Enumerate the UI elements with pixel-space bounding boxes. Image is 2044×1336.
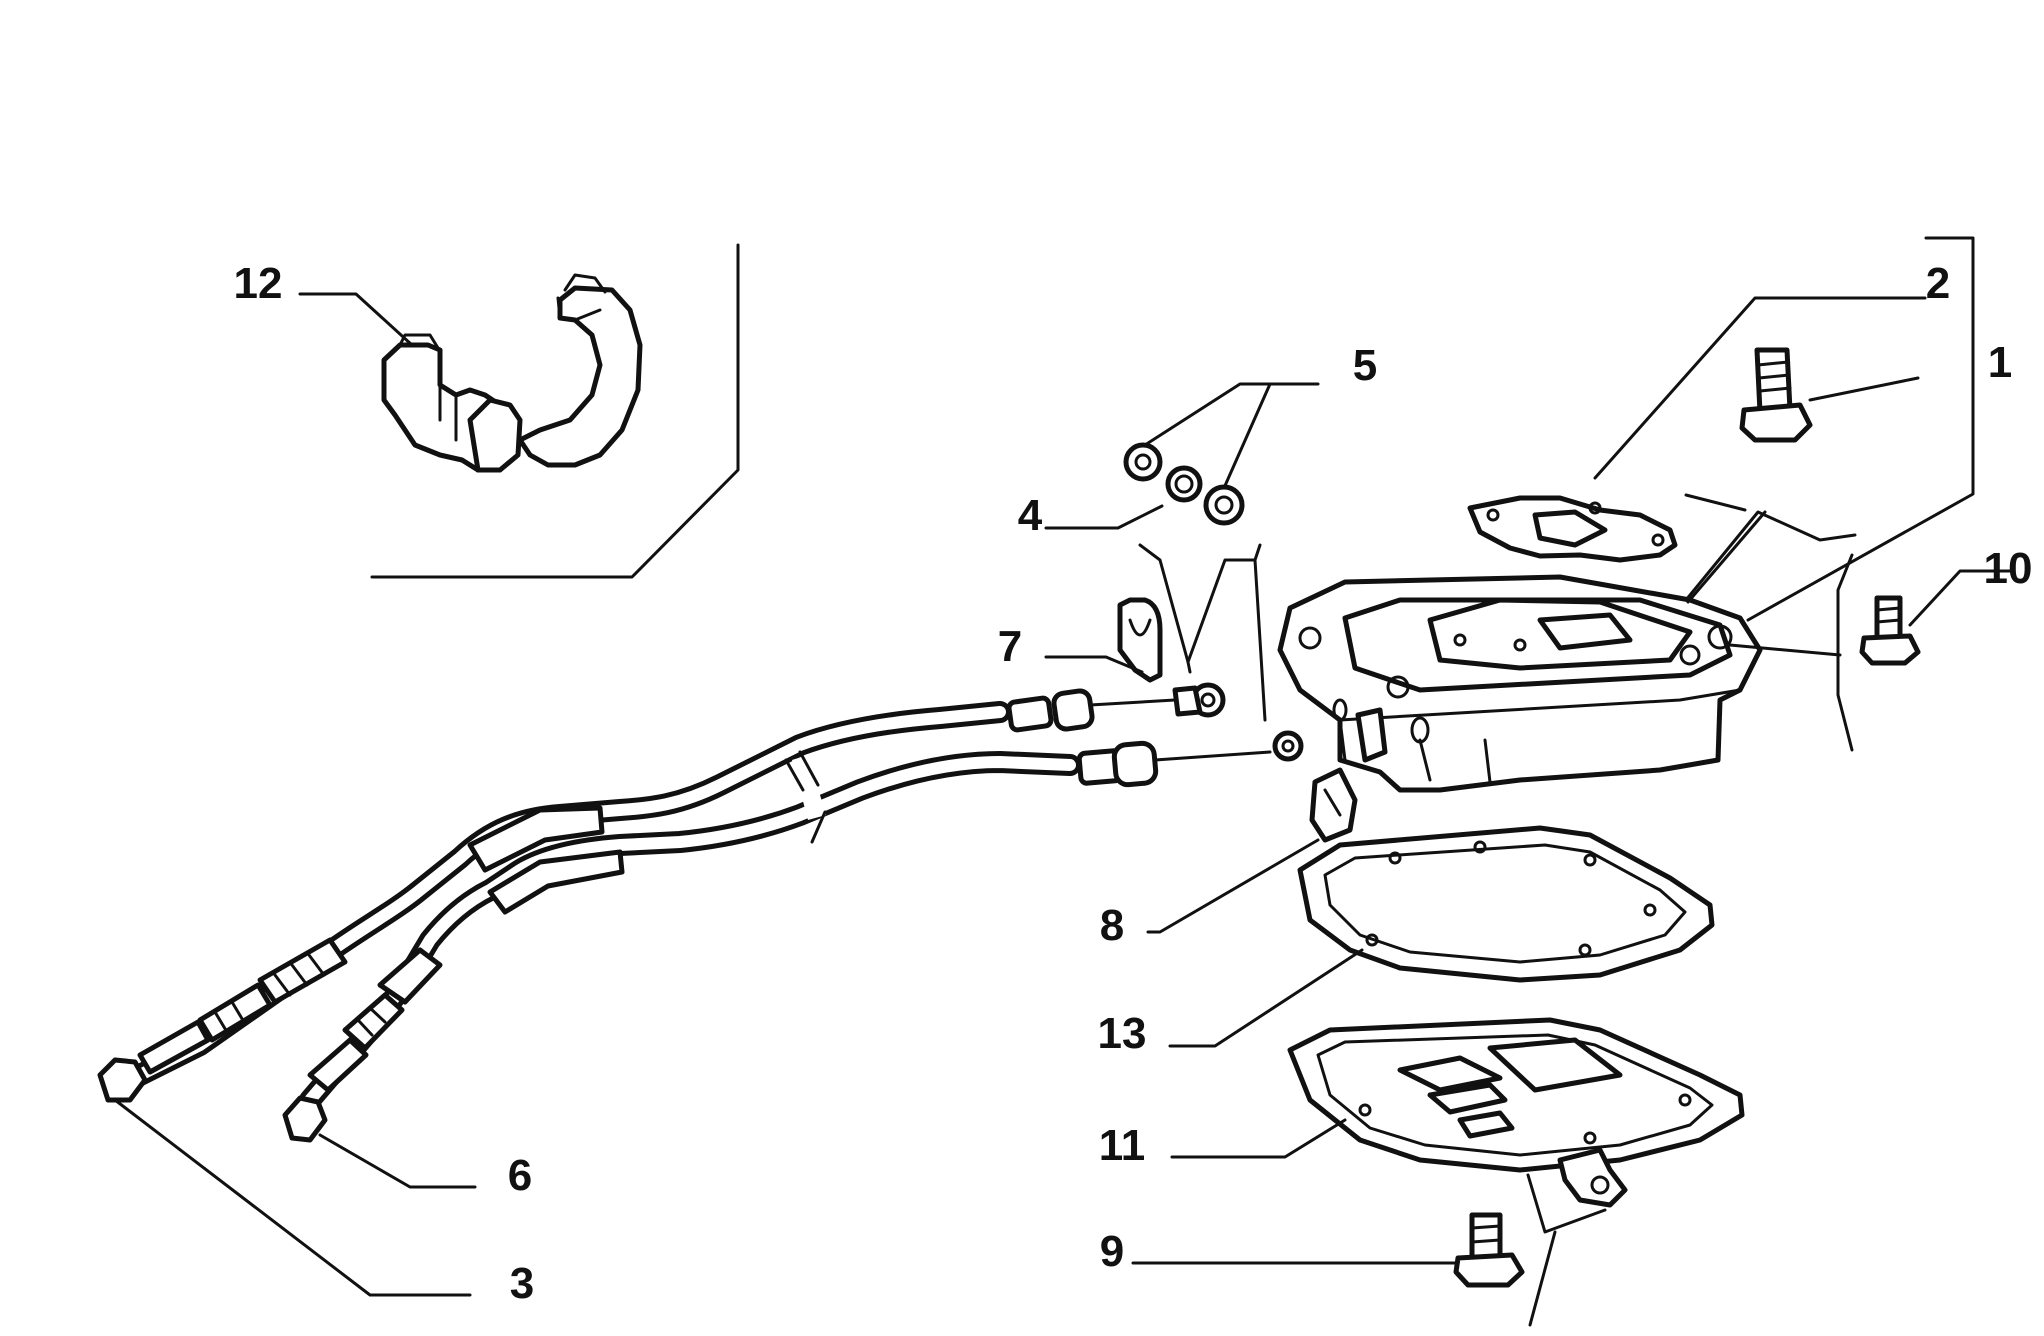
bushings-parts-4-5 <box>1123 442 1245 526</box>
assembly-lines <box>1138 236 1975 1327</box>
bolt-part-10 <box>1859 595 1921 666</box>
callout-13: 13 <box>1098 1009 1147 1058</box>
callout-2: 2 <box>1926 259 1950 308</box>
retaining-clip-part-7 <box>1117 597 1163 683</box>
bolt-part-1 <box>1739 347 1813 443</box>
callout-12: 12 <box>234 259 283 308</box>
callout-10: 10 <box>1984 544 2033 593</box>
gasket-part-13 <box>1297 825 1715 983</box>
callout-4: 4 <box>1018 491 1043 540</box>
gearshift-cables <box>119 701 1081 1111</box>
gearshift-housing <box>1277 574 1763 793</box>
callout-6: 6 <box>508 1151 532 1200</box>
cable-end-fittings <box>1006 682 1304 788</box>
cover-plate-part-2 <box>1467 495 1678 563</box>
spring-clip-part-8 <box>1309 767 1358 843</box>
cable-far-ends <box>97 937 443 1143</box>
cable-clamp-part-12 <box>381 273 643 473</box>
callout-5: 5 <box>1353 341 1377 390</box>
callout-labels: 1 2 3 4 5 6 7 8 9 10 11 12 13 <box>234 259 2033 1308</box>
callout-11: 11 <box>1099 1121 1146 1170</box>
inset-frame <box>370 243 740 579</box>
callout-9: 9 <box>1100 1227 1124 1276</box>
callout-7: 7 <box>998 622 1022 671</box>
leader-lines <box>113 292 2012 1297</box>
callout-1: 1 <box>1988 338 2012 387</box>
callout-3: 3 <box>510 1259 534 1308</box>
bottom-cover-part-11 <box>1287 1017 1745 1208</box>
callout-8: 8 <box>1100 901 1124 950</box>
bolt-part-9 <box>1453 1212 1525 1288</box>
